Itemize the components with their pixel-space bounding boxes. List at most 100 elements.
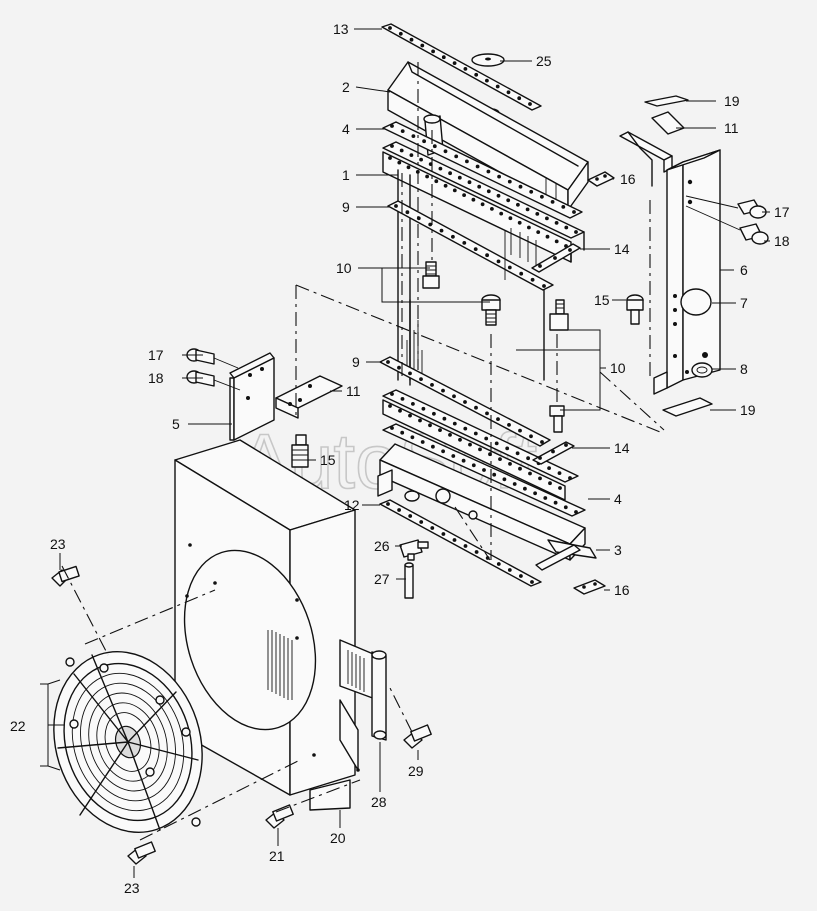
- bolt-hole: [471, 463, 476, 468]
- part-26-drain-valve: [399, 539, 429, 561]
- bolt-hole: [530, 277, 535, 282]
- bolt-hole: [508, 216, 513, 221]
- bolt-hole: [448, 171, 452, 176]
- bolt-hole: [529, 189, 534, 194]
- bolt-hole: [438, 166, 443, 171]
- bolt-hole: [529, 434, 533, 439]
- bolt-hole: [468, 442, 472, 447]
- bolt-hole: [545, 234, 550, 239]
- bolt-hole: [492, 472, 497, 477]
- bolt-hole: [572, 210, 576, 214]
- bolt-hole: [452, 188, 457, 193]
- bolt-hole: [474, 405, 478, 410]
- bolt-hole: [390, 144, 394, 148]
- part-7-plug: [680, 288, 712, 316]
- bolt-hole: [458, 437, 462, 442]
- callout-14: 14: [614, 241, 630, 257]
- bolt-hole: [545, 216, 549, 221]
- bolt-hole: [538, 456, 542, 460]
- bolt-hole: [506, 198, 511, 203]
- bolt-hole: [471, 197, 476, 202]
- part-16-lower-bracket: [573, 579, 606, 595]
- bolt-hole: [568, 248, 572, 252]
- bolt-hole: [419, 157, 423, 162]
- bolt-hole: [484, 436, 489, 441]
- bolt-hole: [523, 486, 527, 491]
- bolt-hole: [463, 400, 467, 404]
- bolt-hole: [506, 90, 511, 95]
- bolt-hole: [398, 408, 402, 413]
- callout-14: 14: [614, 440, 630, 456]
- bolt-hole: [409, 37, 414, 42]
- bolt-hole: [554, 221, 559, 225]
- bolt-hole: [463, 544, 468, 548]
- bolt-hole: [457, 175, 462, 180]
- callout-28: 28: [371, 794, 387, 810]
- bolt-hole: [530, 580, 534, 584]
- bolt-hole: [428, 222, 433, 227]
- bolt-hole: [388, 156, 392, 160]
- bolt-hole: [463, 426, 468, 431]
- bolt-hole: [439, 228, 444, 233]
- part-2-upper-tank: [387, 61, 589, 211]
- bolt-hole: [485, 253, 489, 258]
- bolt-hole: [441, 532, 446, 536]
- part-4-lower-gasket: [382, 423, 586, 517]
- part-4-upper-gasket: [382, 121, 583, 219]
- bolt-hole: [563, 505, 568, 510]
- bolt-hole: [451, 234, 455, 239]
- callout-7: 7: [740, 295, 748, 311]
- part-23-bolt-upper: [51, 565, 80, 587]
- bolt-hole: [461, 458, 466, 463]
- bolt-hole: [564, 225, 569, 230]
- bolt-hole: [408, 514, 413, 518]
- bolt-hole: [496, 417, 500, 421]
- bolt-hole: [485, 411, 489, 416]
- bolt-hole: [432, 411, 436, 416]
- part-6-right-side-bracket: [653, 149, 721, 395]
- bolt-hole: [498, 457, 502, 461]
- bolt-hole: [519, 271, 524, 276]
- bolt-hole: [474, 72, 479, 77]
- bolt-hole: [494, 441, 499, 446]
- bolt-hole: [497, 174, 501, 179]
- bolt-hole: [421, 406, 426, 411]
- callout-8: 8: [740, 361, 748, 377]
- bolt-hole: [525, 207, 530, 212]
- bolt-hole: [533, 491, 537, 496]
- bolt-hole: [465, 159, 469, 164]
- bolt-hole: [438, 428, 442, 432]
- bolt-hole: [411, 134, 416, 139]
- bolt-hole: [448, 433, 452, 437]
- bolt-hole: [420, 440, 425, 444]
- callout-3: 3: [614, 542, 622, 558]
- bolt-hole: [462, 193, 466, 198]
- bolt-hole: [508, 462, 512, 466]
- bolt-hole: [441, 388, 445, 393]
- part-9-lower-strip: [379, 356, 551, 447]
- bolt-hole: [558, 486, 562, 490]
- bolt-hole: [543, 496, 548, 500]
- bolt-hole: [452, 421, 457, 426]
- part-8-plug: [691, 362, 713, 378]
- bolt-hole: [386, 502, 390, 506]
- bolt-hole: [408, 413, 412, 418]
- bolt-hole: [441, 55, 446, 60]
- bolt-hole: [388, 26, 392, 30]
- bolt-hole: [419, 520, 424, 524]
- bolt-hole: [425, 174, 429, 179]
- callout-16: 16: [614, 582, 630, 598]
- callout-17: 17: [774, 204, 790, 220]
- callout-27: 27: [374, 571, 390, 587]
- callout-9: 9: [342, 199, 350, 215]
- bolt-hole: [507, 423, 511, 427]
- bolt-hole: [485, 78, 489, 83]
- part-10-bolt-lower: [549, 405, 565, 433]
- part-15-bolt-left: [291, 434, 309, 468]
- bolt-hole: [443, 183, 448, 188]
- callout-10: 10: [610, 360, 626, 376]
- callout-19: 19: [740, 402, 756, 418]
- part-13-bottom-strip: [379, 499, 542, 587]
- bolt-hole: [390, 392, 394, 396]
- bolt-hole: [409, 153, 414, 158]
